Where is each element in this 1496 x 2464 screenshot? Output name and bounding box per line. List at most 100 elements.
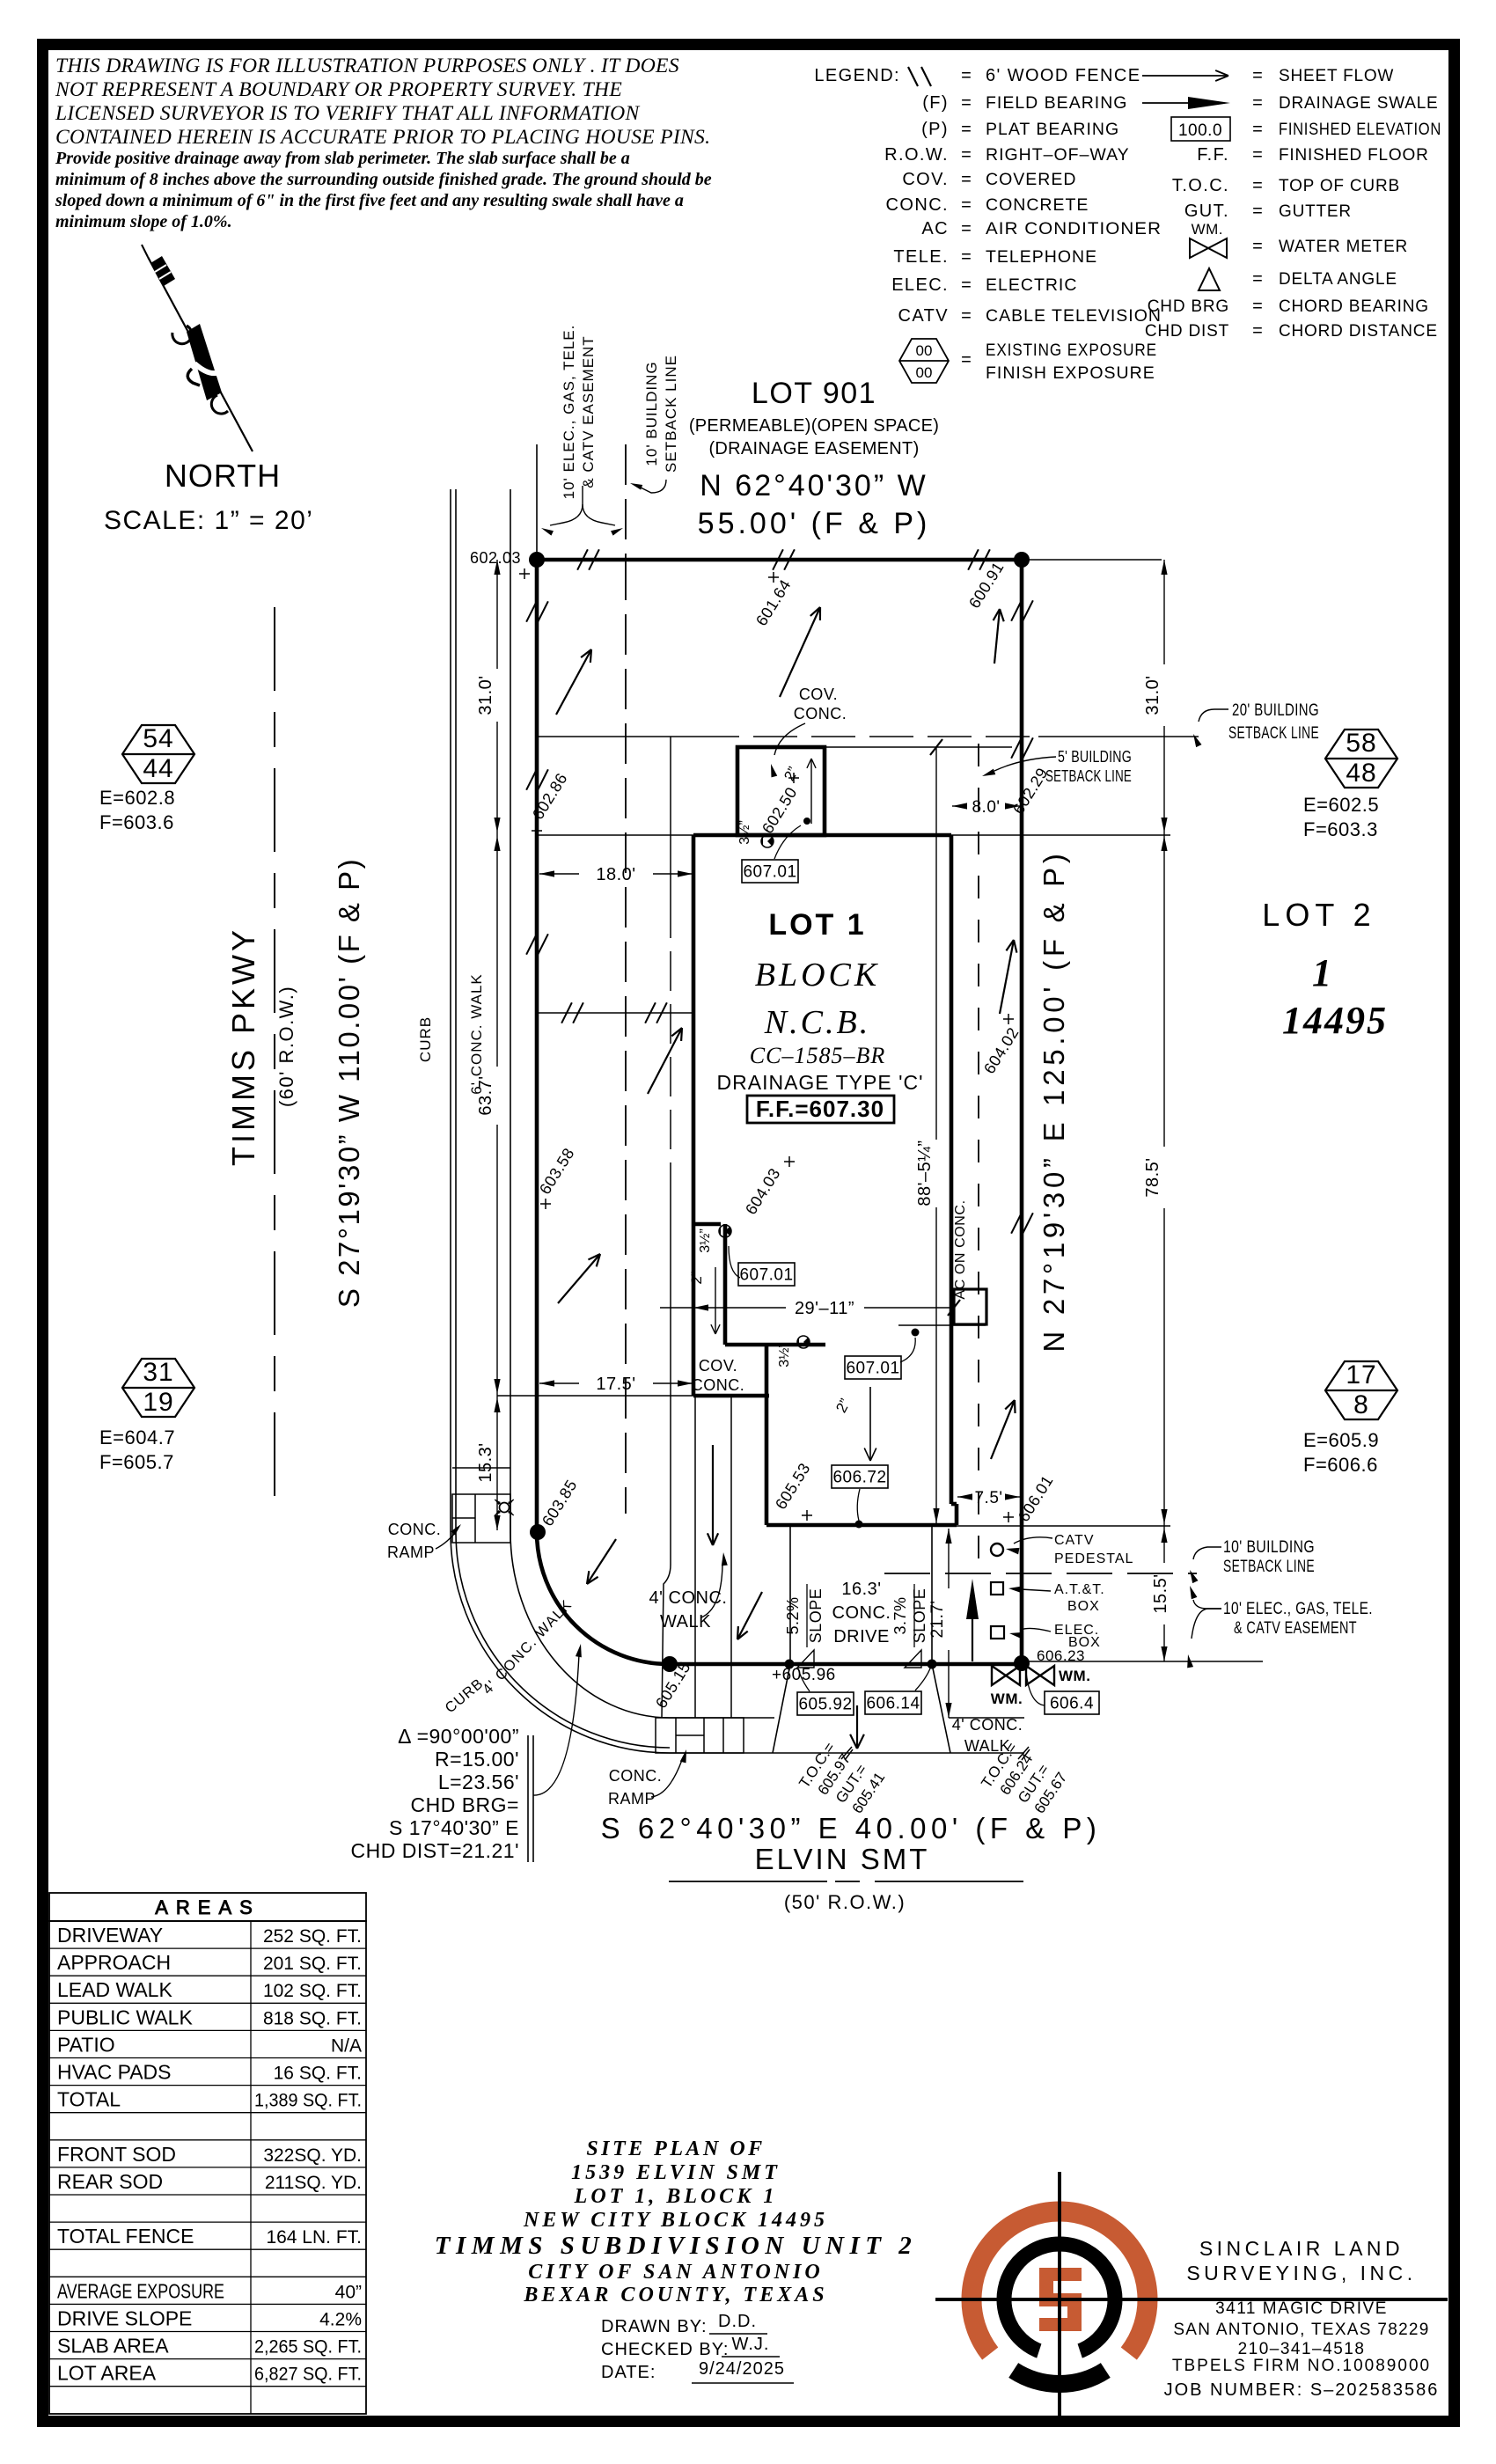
svg-text:CONC.: CONC. [388,1521,442,1538]
svg-text:LICENSED SURVEYOR IS TO VERIFY: LICENSED SURVEYOR IS TO VERIFY THAT ALL … [55,102,640,125]
svg-text:00: 00 [916,364,933,381]
svg-text:=: = [1252,297,1263,316]
svg-text:WATER METER: WATER METER [1279,238,1408,256]
svg-text:31: 31 [143,1358,173,1387]
svg-text:=: = [961,120,972,139]
svg-text:=: = [961,93,972,113]
svg-text:D.D.: D.D. [718,2312,757,2331]
svg-text:5' BUILDING: 5' BUILDING [1058,748,1132,766]
svg-text:CATV: CATV [898,306,949,326]
svg-text:DELTA ANGLE: DELTA ANGLE [1279,270,1397,289]
svg-text:=: = [1252,176,1263,195]
svg-text:TELEPHONE: TELEPHONE [986,247,1097,267]
svg-text:BOX: BOX [1067,1599,1100,1614]
svg-text:AREAS: AREAS [155,1896,260,1918]
svg-text:RAMP: RAMP [387,1544,435,1561]
svg-text:(PERMEABLE)(OPEN SPACE): (PERMEABLE)(OPEN SPACE) [689,416,939,436]
svg-text:=: = [961,145,972,165]
svg-text:WALK: WALK [964,1737,1010,1755]
svg-text:=: = [1252,93,1263,113]
svg-text:15.5': 15.5' [1151,1573,1170,1613]
svg-text:4' CONC.: 4' CONC. [649,1588,728,1608]
svg-text:CONC.: CONC. [692,1376,745,1394]
svg-text:1539 ELVIN SMT: 1539 ELVIN SMT [571,2161,781,2184]
svg-text:=: = [961,195,972,215]
svg-text:FINISH EXPOSURE: FINISH EXPOSURE [986,363,1155,383]
svg-text:=: = [1252,237,1263,256]
svg-text:17: 17 [1346,1360,1376,1390]
svg-text:THIS DRAWING IS FOR ILLUSTRATI: THIS DRAWING IS FOR ILLUSTRATION PURPOSE… [55,55,679,77]
svg-text:ELECTRIC: ELECTRIC [986,275,1077,295]
svg-text:LOT AREA: LOT AREA [57,2362,157,2385]
svg-text:=: = [1252,269,1263,289]
svg-text:2,265 SQ. FT.: 2,265 SQ. FT. [254,2337,362,2358]
svg-text:LOT 2: LOT 2 [1262,897,1375,933]
svg-text:78.5': 78.5' [1143,1157,1162,1197]
svg-text:7.5': 7.5' [974,1489,1002,1507]
svg-text:SLOPE: SLOPE [911,1588,928,1644]
svg-text:COV.: COV. [902,170,949,189]
svg-text:E=602.8: E=602.8 [99,787,175,809]
svg-text:8.0': 8.0' [972,798,1000,817]
svg-text:10' BUILDING: 10' BUILDING [1223,1538,1315,1557]
svg-text:NORTH: NORTH [165,458,281,494]
svg-text:818 SQ. FT.: 818 SQ. FT. [263,2008,362,2028]
svg-text:EXISTING EXPOSURE: EXISTING EXPOSURE [986,341,1157,360]
svg-text:R.O.W.: R.O.W. [884,145,949,165]
svg-text:SETBACK LINE: SETBACK LINE [1223,1558,1315,1576]
svg-text:CC–1585–BR: CC–1585–BR [750,1043,885,1068]
svg-text:PLAT BEARING: PLAT BEARING [986,120,1119,139]
svg-text:6,827 SQ. FT.: 6,827 SQ. FT. [254,2365,362,2385]
svg-text:DRIVE: DRIVE [833,1627,890,1646]
svg-text:N 62°40'30” W: N 62°40'30” W [700,469,928,502]
svg-text:=: = [961,350,972,370]
svg-text:DRIVE SLOPE: DRIVE SLOPE [57,2306,192,2329]
svg-text:S 27°19'30” W 110.00' (F & P): S 27°19'30” W 110.00' (F & P) [333,857,365,1308]
svg-text:1: 1 [1312,951,1331,994]
svg-text:CHECKED BY:: CHECKED BY: [601,2340,729,2359]
svg-text:40”: 40” [335,2282,362,2302]
svg-text:CHD DIST: CHD DIST [1145,322,1229,341]
svg-text:PEDESTAL: PEDESTAL [1054,1551,1133,1566]
svg-text:CONC.: CONC. [794,705,847,722]
svg-text:T.O.C.: T.O.C. [1172,176,1229,195]
svg-text:164 LN. FT.: 164 LN. FT. [266,2227,362,2248]
svg-text:Provide positive drainage away: Provide positive drainage away from slab… [55,149,630,168]
svg-text:+605.96: +605.96 [772,1666,836,1684]
svg-text:E=605.9: E=605.9 [1303,1429,1379,1451]
svg-text:F.F.=607.30: F.F.=607.30 [756,1096,884,1122]
svg-text:3½”: 3½” [698,1228,713,1253]
svg-text:COV.: COV. [699,1357,737,1375]
svg-text:CITY OF SAN ANTONIO: CITY OF SAN ANTONIO [528,2261,823,2284]
svg-text:& CATV EASEMENT: & CATV EASEMENT [580,335,597,488]
svg-text:CURB: CURB [417,1016,434,1062]
svg-text:54: 54 [143,724,173,753]
svg-text:607.01: 607.01 [739,1266,793,1285]
svg-text:=: = [961,247,972,267]
svg-text:CHD BRG: CHD BRG [1148,297,1229,316]
svg-text:100.0: 100.0 [1178,121,1222,140]
svg-text:CHD BRG=: CHD BRG= [411,1793,520,1816]
svg-text:F=606.6: F=606.6 [1303,1454,1378,1476]
svg-text:E=604.7: E=604.7 [99,1426,175,1448]
svg-text:19: 19 [143,1388,173,1417]
svg-text:FRONT SOD: FRONT SOD [57,2143,176,2166]
svg-text:ELEC.: ELEC. [1054,1623,1099,1638]
svg-text:(50' R.O.W.): (50' R.O.W.) [784,1891,906,1913]
svg-text:DATE:: DATE: [601,2363,656,2382]
svg-text:29'–11”: 29'–11” [795,1299,854,1318]
svg-text:(DRAINAGE EASEMENT): (DRAINAGE EASEMENT) [708,439,919,458]
svg-text:DRAINAGE SWALE: DRAINAGE SWALE [1279,94,1439,113]
svg-text:F=603.3: F=603.3 [1303,818,1378,840]
svg-text:W.J.: W.J. [732,2335,770,2354]
svg-text:322SQ. YD.: 322SQ. YD. [263,2145,362,2166]
svg-text:CONTAINED HEREIN IS ACCURATE P: CONTAINED HEREIN IS ACCURATE PRIOR TO PL… [55,126,710,149]
svg-text:CHD DIST=21.21': CHD DIST=21.21' [351,1839,520,1862]
svg-text:DRAINAGE TYPE 'C': DRAINAGE TYPE 'C' [717,1071,924,1094]
svg-text:=: = [1252,321,1263,341]
svg-text:=: = [1252,202,1263,221]
svg-text:16.3': 16.3' [841,1580,881,1599]
svg-text:CONC.: CONC. [832,1603,891,1623]
svg-text:4' CONC.: 4' CONC. [952,1716,1023,1734]
svg-text:sloped down a minimum of 6" in: sloped down a minimum of 6" in the first… [55,191,684,210]
